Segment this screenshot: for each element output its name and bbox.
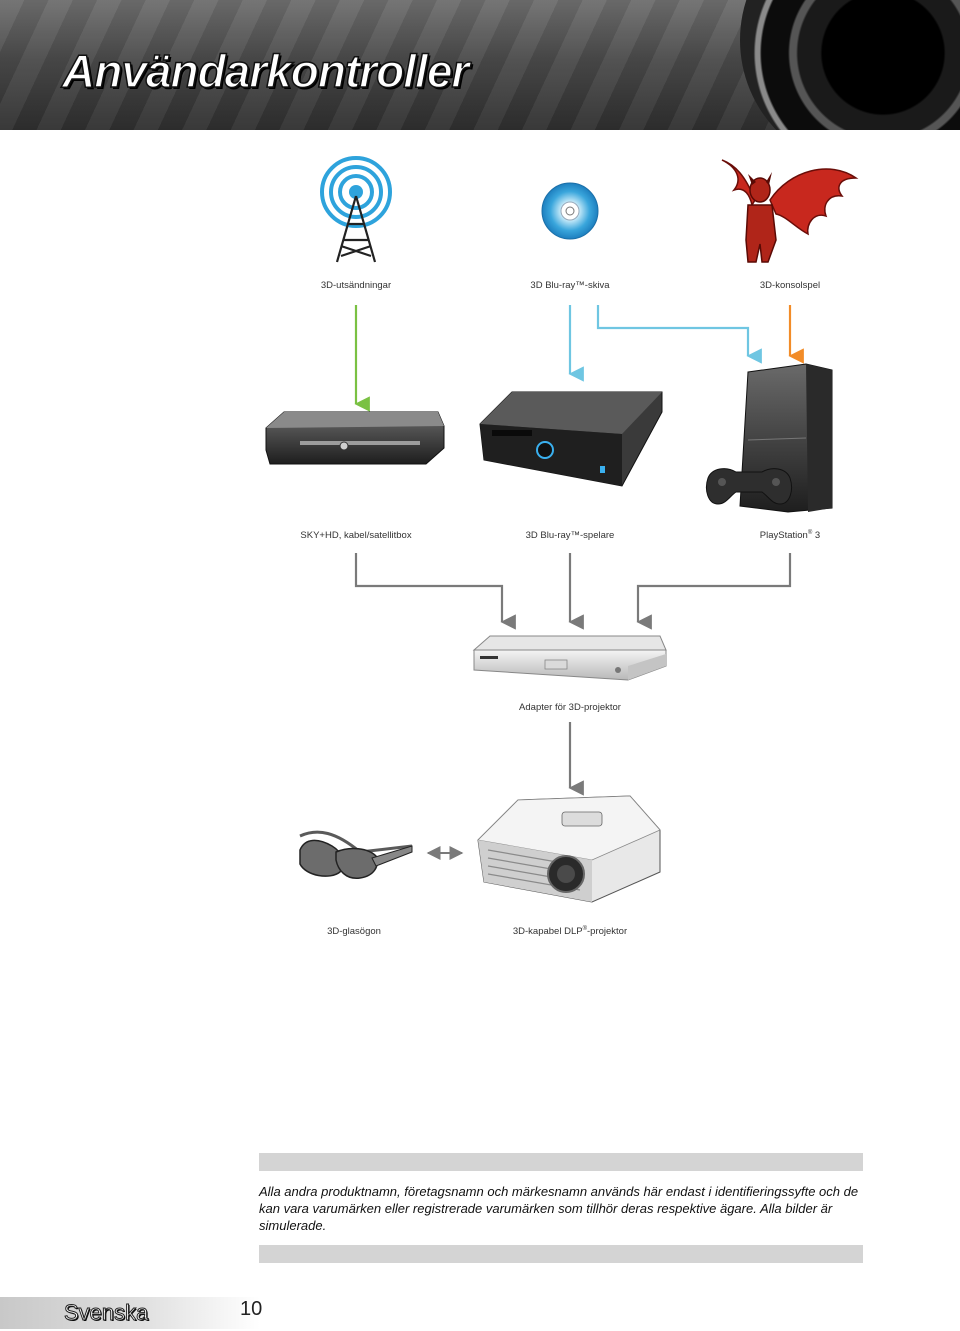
disc-to-console-arrow	[598, 305, 748, 356]
device-label-box: SKY+HD, kabel/satellitbox	[300, 530, 411, 541]
output-label-projector-main: 3D-kapabel DLP	[513, 926, 583, 937]
note-top-bar	[259, 1153, 863, 1171]
device-label-console-main: PlayStation	[760, 530, 808, 541]
source-label-broadcast: 3D-utsändningar	[321, 280, 391, 291]
source-label-disc: 3D Blu-ray™-skiva	[530, 280, 609, 291]
output-label-projector: 3D-kapabel DLP®-projektor	[513, 926, 627, 937]
footer-language: Svenska	[64, 1300, 148, 1326]
output-label-projector-end: -projektor	[587, 926, 627, 937]
trademark-note: Alla andra produktnamn, företagsnamn och…	[259, 1183, 863, 1234]
page-number: 10	[240, 1298, 262, 1321]
adapter-box-icon	[474, 636, 666, 680]
bluray-player-icon	[480, 392, 662, 486]
3d-glasses-icon	[300, 832, 412, 878]
game-console-icon	[706, 364, 832, 512]
source-label-game: 3D-konsolspel	[760, 280, 820, 291]
output-label-glasses: 3D-glasögon	[327, 926, 381, 937]
box-to-adapter-arrow	[356, 553, 502, 622]
broadcast-tower-icon	[322, 158, 390, 262]
note-bottom-bar	[259, 1245, 863, 1263]
console-to-adapter-arrow	[638, 553, 790, 622]
device-label-player: 3D Blu-ray™-spelare	[526, 530, 615, 541]
device-label-console-end: 3	[812, 530, 820, 541]
disc-icon	[542, 183, 598, 239]
game-character-icon	[722, 160, 856, 262]
set-top-box-icon	[266, 412, 444, 464]
projector-icon	[478, 796, 660, 902]
adapter-label: Adapter för 3D-projektor	[519, 702, 621, 713]
device-label-console: PlayStation® 3	[760, 530, 820, 541]
